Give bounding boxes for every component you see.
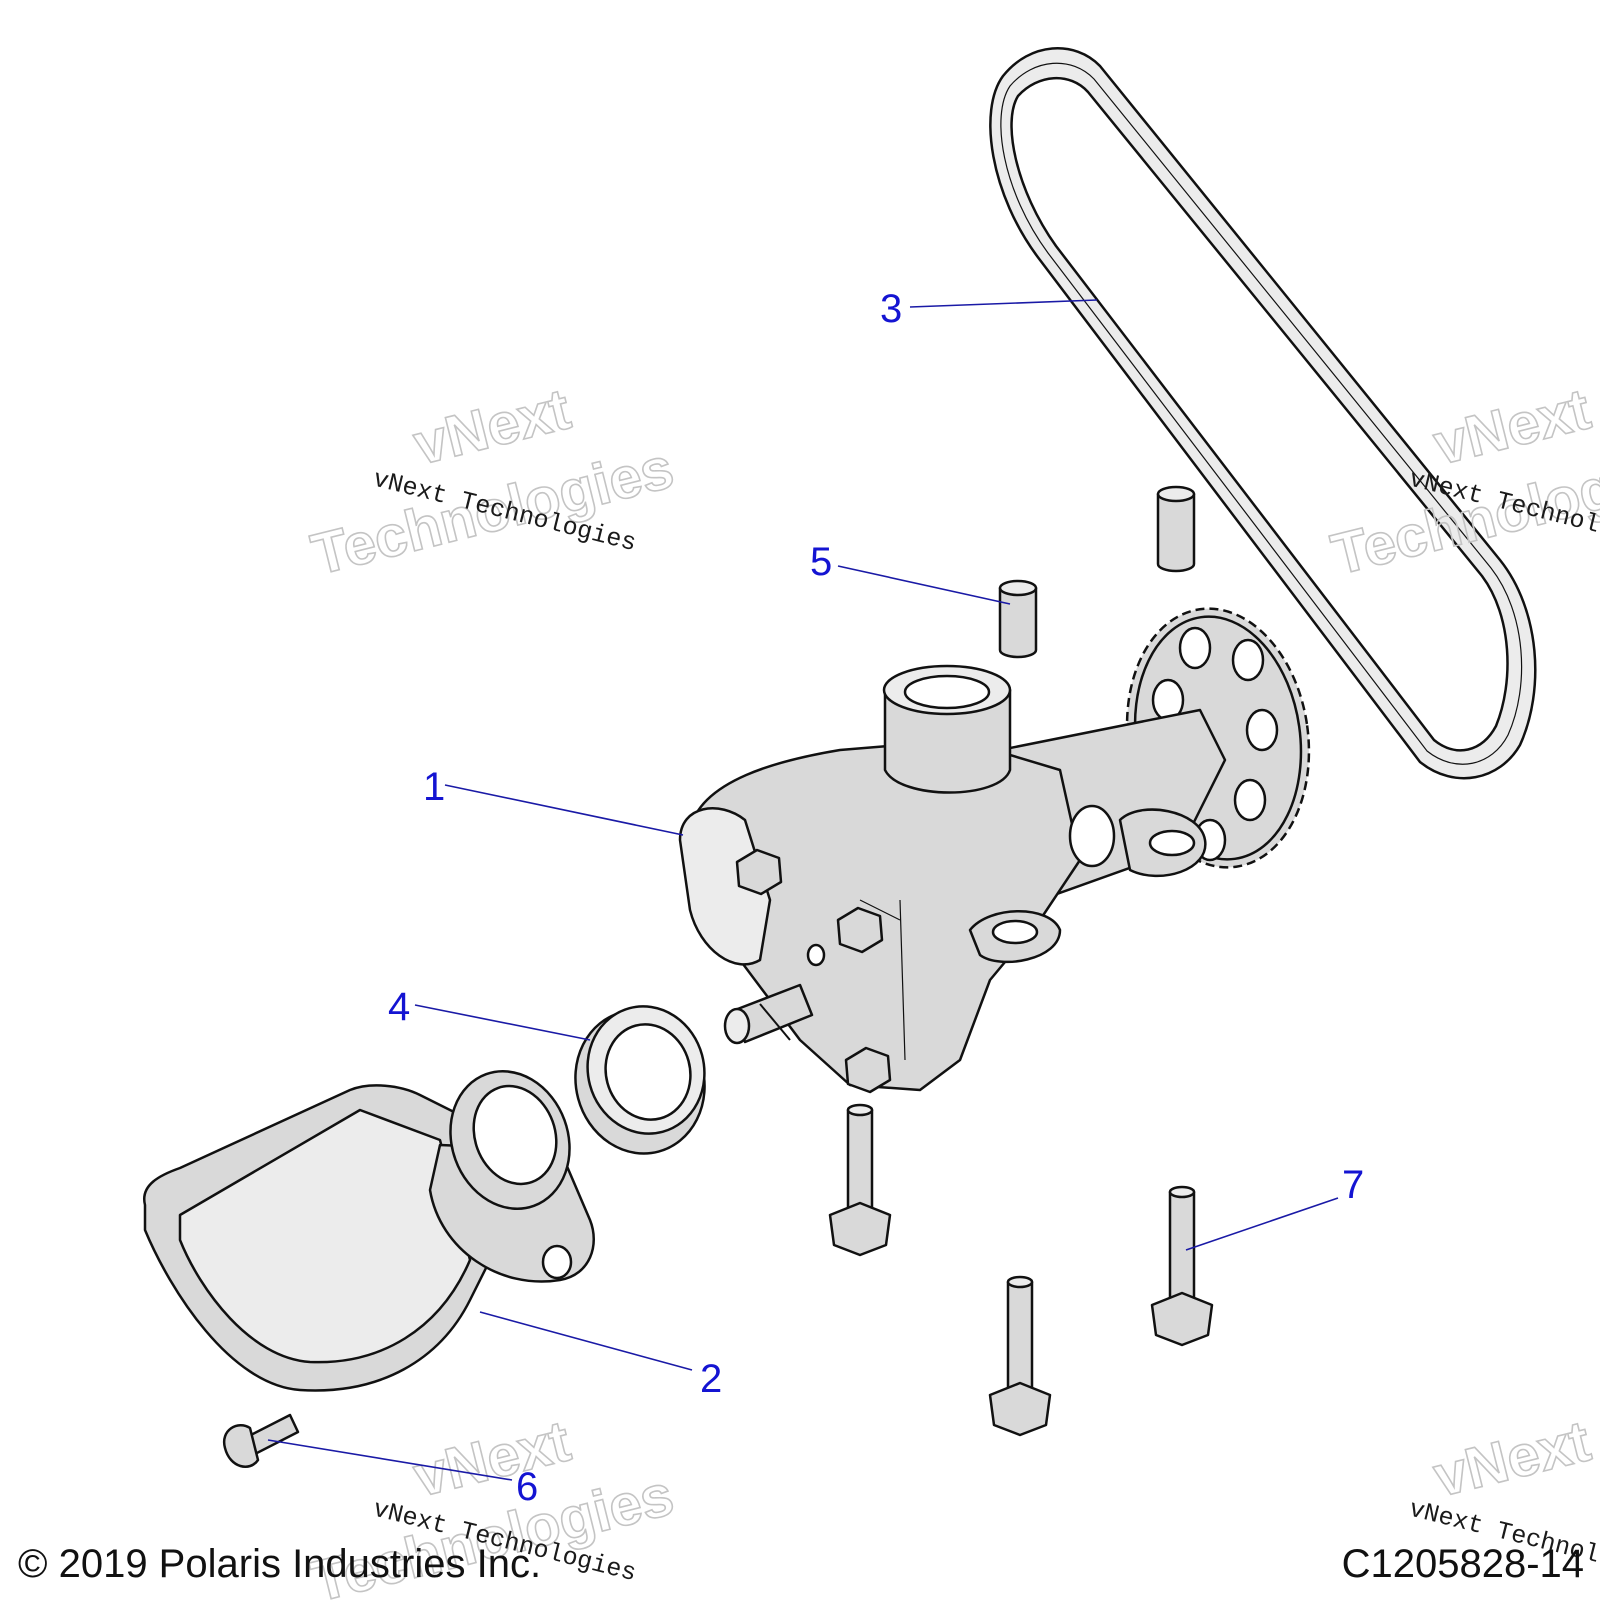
part-3-belt [989,47,1537,780]
callout-2: 2 [700,1357,722,1401]
copyright-text: © 2019 Polaris Industries Inc. [18,1542,542,1586]
watermark-big-line-1: vNext [1427,1408,1596,1509]
part-4-seal-ring [574,1005,706,1155]
callout-5: 5 [810,540,832,584]
part-1-oil-pump [678,664,1227,1094]
leader-1 [444,784,684,836]
leader-5 [837,565,1011,605]
leader-4 [414,1004,591,1041]
part-5-dowel-pins [998,485,1196,659]
callout-6: 6 [516,1465,538,1509]
callout-3: 3 [880,287,902,331]
leader-7 [1185,1197,1339,1251]
figure-code: C1205828-14 [1341,1542,1584,1586]
leader-3 [909,299,1098,308]
callout-1: 1 [423,765,445,809]
callouts: 1 2 3 4 5 6 7 [388,287,1364,1509]
callout-4: 4 [388,985,410,1029]
callout-7: 7 [1342,1163,1364,1207]
part-7-bolts [828,1103,1214,1437]
leader-2 [479,1311,693,1371]
part-2-oil-strainer [142,1070,595,1392]
leader-lines [267,299,1339,1481]
leader-6 [267,1439,513,1481]
part-6-screw [222,1413,300,1468]
